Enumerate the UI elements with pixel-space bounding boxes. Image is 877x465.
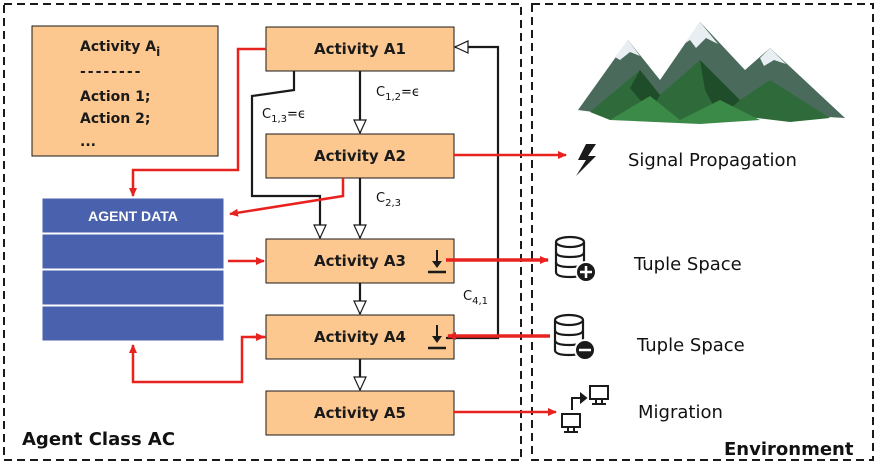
svg-text:Activity A5: Activity A5 — [314, 404, 406, 422]
flow-a1-to-agent-data — [129, 47, 266, 197]
svg-text:Activity A2: Activity A2 — [314, 147, 406, 165]
agent-data-row — [41, 233, 225, 270]
condition-c23: C2,3 — [376, 191, 401, 209]
mountain-landscape-icon — [578, 22, 845, 124]
transition-a4-a1 — [446, 40, 500, 340]
tuple-space-in-label: Tuple Space — [636, 335, 745, 356]
code-line-3: ... — [80, 134, 96, 150]
svg-text:Activity A3: Activity A3 — [314, 252, 406, 270]
flow-a4-to-agent-data — [129, 335, 266, 384]
network-migration-icon — [561, 385, 609, 433]
agent-class-title: Agent Class AC — [22, 429, 175, 450]
flow-a2-to-agent-data — [229, 178, 345, 217]
lightning-bolt-icon — [576, 144, 596, 176]
agent-data-title: AGENT DATA — [88, 208, 178, 224]
environment-frame — [531, 3, 874, 461]
code-line-2: Action 2; — [80, 111, 150, 127]
agent-data-header — [41, 197, 225, 234]
database-add-icon — [554, 235, 597, 283]
svg-text:Activity A1: Activity A1 — [314, 40, 406, 58]
database-remove-icon — [553, 313, 596, 361]
activity-a1: Activity A1 — [265, 26, 455, 72]
agent-data-row — [41, 269, 225, 306]
download-arrow-icon — [428, 250, 446, 274]
environment-title: Environment — [724, 439, 854, 460]
activity-a3: Activity A3 — [265, 238, 455, 284]
code-line-1: Action 1; — [80, 89, 150, 105]
activity-a4: Activity A4 — [265, 314, 455, 360]
condition-c13: C1,3=ϵ — [262, 107, 306, 125]
code-separator: -------- — [80, 64, 142, 80]
signal-propagation-label: Signal Propagation — [628, 150, 797, 171]
activity-a2: Activity A2 — [265, 133, 455, 179]
activity-a5: Activity A5 — [265, 390, 455, 436]
condition-c12: C1,2=ϵ — [376, 85, 420, 103]
agent-class-frame — [3, 3, 522, 461]
migration-label: Migration — [638, 402, 723, 423]
condition-c41: C4,1 — [463, 289, 488, 307]
download-arrow-icon — [428, 325, 446, 350]
transition-a1-a3 — [250, 71, 327, 240]
svg-text:Activity A4: Activity A4 — [314, 328, 406, 346]
tuple-space-out-label: Tuple Space — [633, 254, 742, 275]
code-heading: Activity Ai — [80, 39, 160, 59]
agent-data-row — [41, 305, 225, 342]
activity-code-box — [31, 25, 219, 157]
